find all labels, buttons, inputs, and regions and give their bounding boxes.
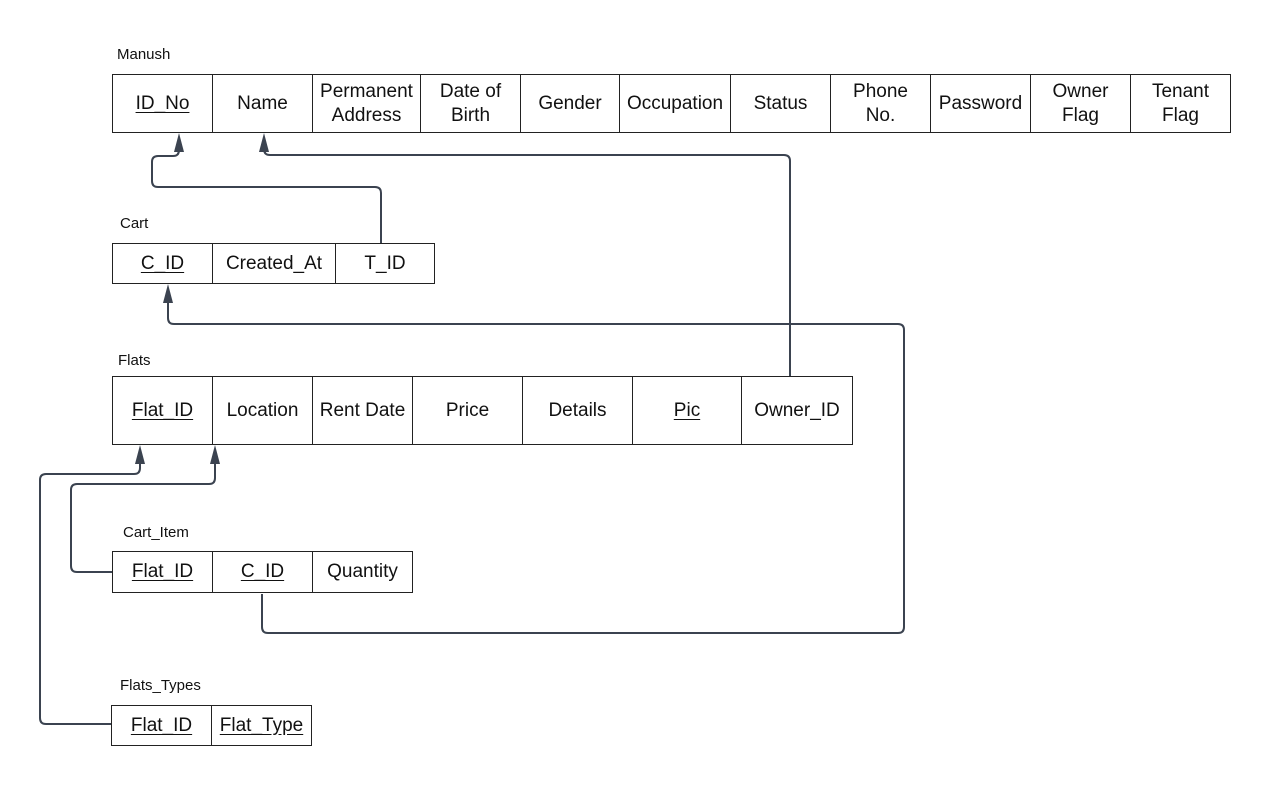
column-owner-id: Owner_ID [754,399,840,421]
column-phone-no: Phone No. [831,75,931,132]
table-title-flats: Flats [118,352,151,369]
arrowhead-flats-location [210,445,220,464]
column-created-at: Created_At [213,244,336,283]
column-permanent-address: Permanent Address [313,75,421,132]
column-c-id: C_ID [213,552,313,592]
column-flat-id: Flat_ID [113,377,213,444]
column-details: Details [523,377,633,444]
table-manush: ID_No Name Permanent Address Date of Bir… [112,74,1231,133]
column-date-of-birth: Date of Birth [421,75,521,132]
relationship-line-cart-to-manush-id [151,142,382,243]
relationship-line-cartitem-flatid-to-flats [70,455,216,573]
arrowhead-manush-id-no [174,133,184,152]
column-id-no: ID_No [113,75,213,132]
column-flat-type: Flat_Type [219,714,304,736]
column-occupation: Occupation [620,75,731,132]
column-c-id: C_ID [113,244,213,283]
column-tenant-flag: Tenant Flag [1151,80,1210,126]
table-cart: C_ID Created_At T_ID [112,243,435,284]
table-flats: Flat_ID Location Rent Date Price Details… [112,376,853,445]
table-title-cart: Cart [120,215,149,232]
column-name: Name [213,75,313,132]
table-cart-item: Flat_ID C_ID Quantity [112,551,413,593]
column-quantity: Quantity [327,561,398,582]
column-price: Price [413,377,523,444]
table-title-cart-item: Cart_Item [123,524,189,541]
column-rent-date: Rent Date [313,377,413,444]
column-flat-id: Flat_ID [113,552,213,592]
relationship-line-cartitem-cid-to-cart-cid [167,294,905,634]
table-title-flats-types: Flats_Types [120,677,201,694]
column-status: Status [731,75,831,132]
arrowhead-flats-flat-id [135,445,145,464]
table-flats-types: Flat_ID Flat_Type [111,705,312,746]
column-gender: Gender [521,75,620,132]
arrowhead-manush-name [259,133,269,152]
column-t-id: T_ID [364,252,406,274]
column-password: Password [931,75,1031,132]
arrowhead-cart-cid [163,284,173,303]
relationship-line-flatstypes-to-flats-flatid [39,455,141,725]
column-location: Location [213,377,313,444]
table-title-manush: Manush [117,46,171,63]
column-owner-flag: Owner Flag [1031,75,1131,132]
column-flat-id: Flat_ID [112,706,212,745]
column-pic: Pic [633,377,742,444]
